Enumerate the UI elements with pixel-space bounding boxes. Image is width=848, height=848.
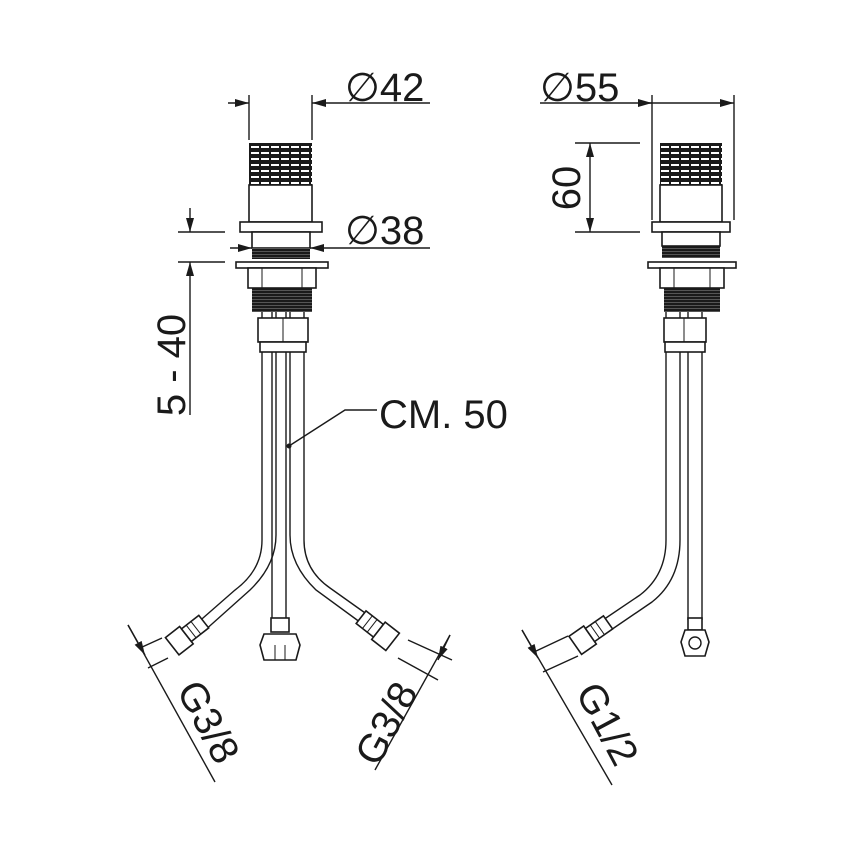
knob-diameter-label: ∅42: [345, 66, 424, 110]
center-fitting: [259, 617, 301, 661]
dimension-height: 60: [545, 142, 640, 233]
flange-diameter-label: ∅38: [345, 209, 424, 253]
hoses: [194, 312, 376, 633]
left-assembly: [164, 143, 401, 661]
left-connection-label: G3/8: [168, 674, 248, 771]
left-fitting: [164, 614, 210, 657]
dimension-mounting-range: 5 - 40: [150, 208, 225, 416]
knob-body: [248, 184, 313, 223]
dimension-right-connection: G3/8: [347, 634, 453, 772]
right-view-connection-label: G1/2: [567, 676, 647, 773]
knurled-knob: [249, 143, 312, 185]
right-assembly: [567, 143, 737, 657]
hose-length-callout: CM. 50: [286, 393, 508, 449]
right-connection-label: G3/8: [347, 675, 427, 772]
hose-length-label: CM. 50: [379, 393, 508, 437]
mounting-range-label: 5 - 40: [150, 314, 194, 416]
dimension-knob-diameter-right: ∅55: [540, 66, 735, 220]
right-view-fitting: [567, 614, 614, 656]
height-label: 60: [545, 166, 589, 211]
right-fitting: [355, 609, 401, 652]
knob-diameter-right-label: ∅55: [540, 66, 619, 110]
knurled-knob-right: [660, 143, 722, 185]
dimension-flange-diameter: ∅38: [230, 209, 430, 253]
right-view-nut: [680, 617, 710, 657]
dimension-knob-diameter-left: ∅42: [228, 66, 430, 140]
